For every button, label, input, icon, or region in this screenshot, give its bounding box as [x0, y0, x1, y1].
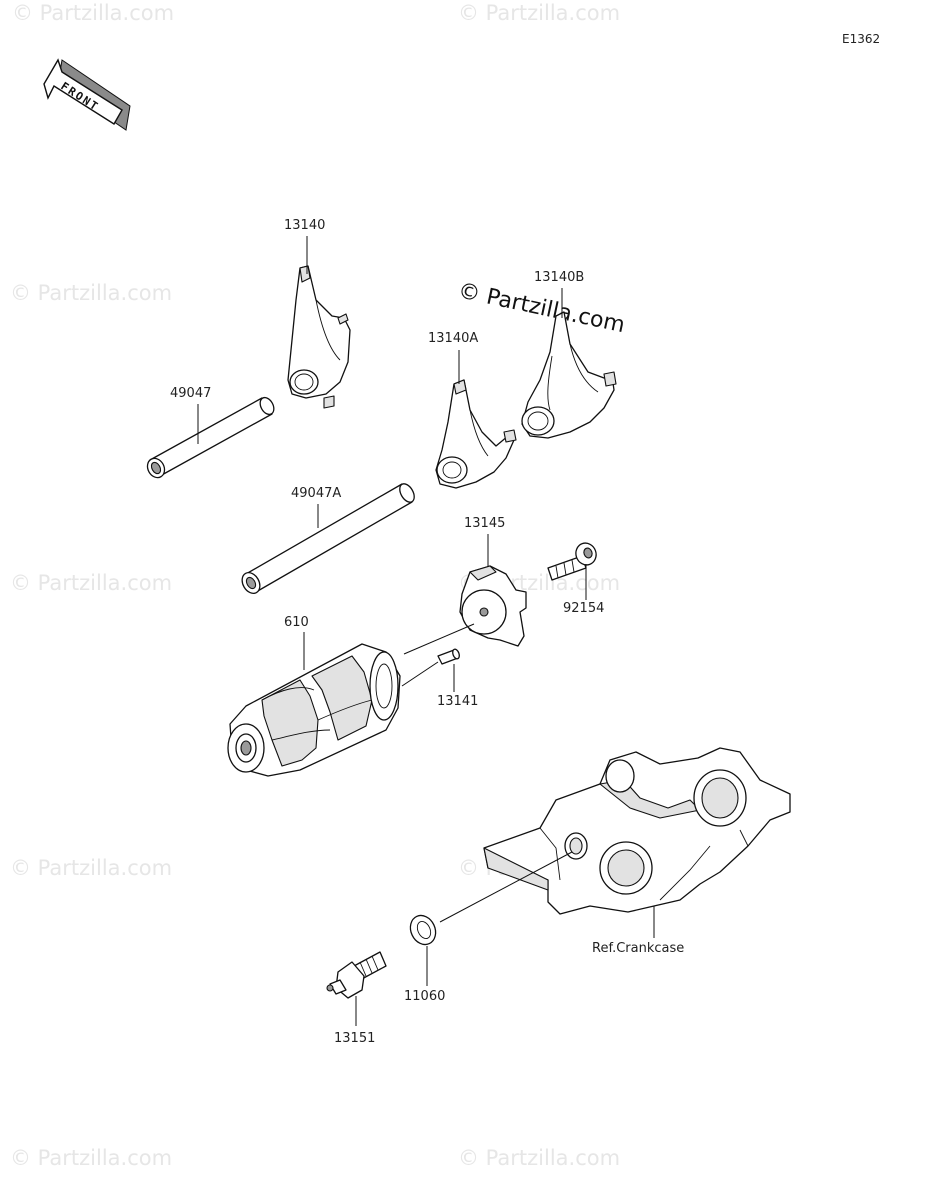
shift-fork-13140 [287, 265, 351, 409]
watermarks: © Partzilla.com © Partzilla.com © Partzi… [10, 1, 620, 1170]
watermark: © Partzilla.com [12, 1, 174, 25]
assembly-line [439, 851, 573, 923]
part-label-49047: 49047 [170, 386, 211, 401]
assembly-line [401, 661, 439, 687]
part-label-13141: 610 [284, 615, 309, 630]
shift-fork-13140A [435, 379, 517, 489]
watermark: © Partzilla.com [458, 1146, 620, 1170]
shift-fork-13140B [521, 311, 617, 439]
fork-shaft-49047 [146, 396, 275, 479]
bolt-92154 [547, 542, 597, 581]
diagram-code: E1362 [842, 32, 880, 46]
center-watermark: © Partzilla.com [456, 278, 627, 338]
part-label-13151: 13151 [334, 1031, 375, 1046]
part-label-13140A: 13140A [428, 331, 478, 346]
shift-drum-cam-13145 [459, 565, 527, 647]
shift-drum-13141 [227, 643, 401, 777]
part-label-13140: 13140 [284, 218, 325, 233]
part-label-610: 13141 [437, 694, 478, 709]
washer-11060 [409, 914, 437, 946]
part-label-92154: 92154 [563, 601, 604, 616]
front-arrow-icon: FRONT [43, 58, 131, 131]
crankcase-reference [483, 747, 791, 915]
pin-610 [437, 648, 460, 665]
neutral-switch-13151 [326, 951, 387, 999]
part-label-13145: 13145 [464, 516, 505, 531]
crankcase-ref-label: Ref.Crankcase [592, 941, 684, 956]
watermark: © Partzilla.com [10, 571, 172, 595]
watermark: © Partzilla.com [10, 1146, 172, 1170]
part-label-11060: 11060 [404, 989, 445, 1004]
watermark: © Partzilla.com [10, 281, 172, 305]
fork-shaft-49047A [241, 483, 415, 594]
part-label-49047A: 49047A [291, 486, 341, 501]
watermark: © Partzilla.com [10, 856, 172, 880]
part-label-13140B: 13140B [534, 270, 584, 285]
assembly-line [403, 623, 475, 655]
watermark: © Partzilla.com [458, 1, 620, 25]
